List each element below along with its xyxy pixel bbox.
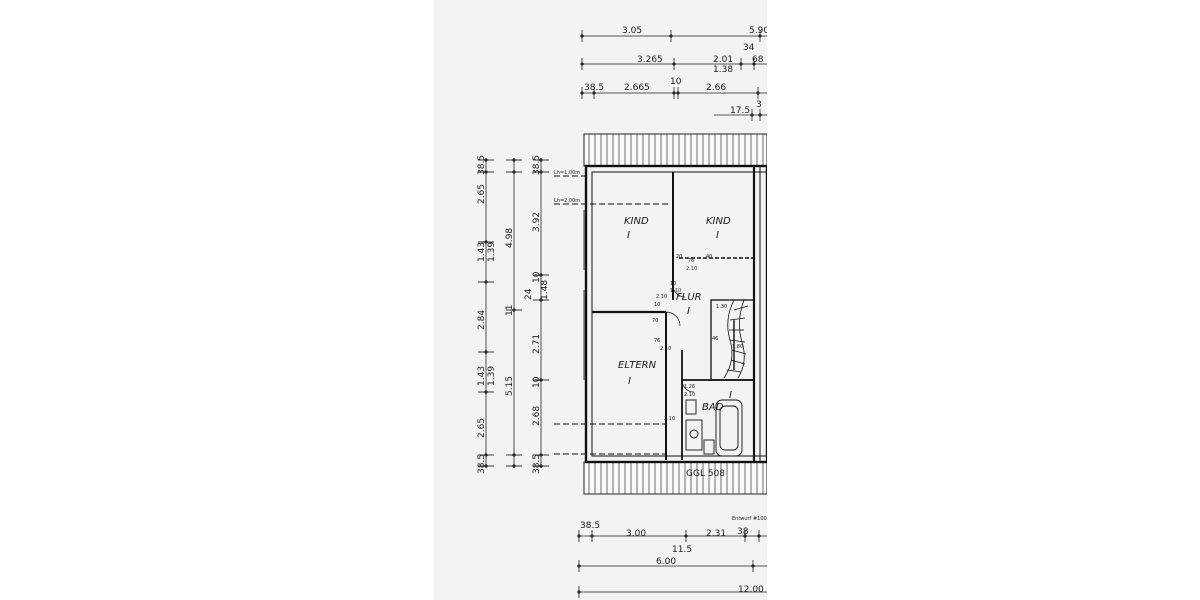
dim-left: 38.5 [477, 155, 487, 175]
room-eltern-mark: I [628, 376, 631, 387]
dim-int: 76 [688, 258, 694, 264]
dim-left: 2.68 [532, 406, 542, 426]
dim-int: 1.26 [684, 384, 695, 390]
top-dimension-dots [580, 34, 762, 117]
floor-plan-drawing: 3.05 5.90 3.265 2.01 1.38 34 68 38.5 2.6… [477, 26, 767, 598]
dim-top-34: 34 [743, 43, 755, 53]
projection-lines [554, 175, 671, 455]
dim-left: 38.5 [532, 155, 542, 175]
staircase [723, 299, 749, 379]
dim-int: 20 [676, 254, 682, 260]
dim-int: 2.10 [684, 392, 695, 398]
dim-left: 1.48 [540, 280, 550, 300]
room-kind-left-mark: I [627, 230, 630, 241]
interior-dimensions: 20 76 40 2.10 10 2.10 1.10 10 70 76 2.10… [652, 254, 743, 422]
dim-int: 1.30 [716, 304, 727, 310]
left-dimension-lines [485, 158, 542, 468]
dim-left: 38.5 [532, 454, 542, 474]
label-entwurf: Entwurf #100 [732, 516, 767, 522]
dim-left: 4.98 [505, 228, 515, 248]
room-flur-name: FLUR [676, 292, 702, 303]
dim-top-68: 68 [752, 55, 764, 65]
room-eltern-name: ELTERN [618, 360, 657, 371]
room-kind-right-name: KIND [706, 216, 731, 227]
dim-left: 1.43 [477, 242, 487, 262]
dim-left: 1.39 [487, 366, 497, 386]
roof-edge-top [583, 133, 767, 167]
floor-plan-sheet: 3.05 5.90 3.265 2.01 1.38 34 68 38.5 2.6… [434, 0, 767, 600]
dim-bottom-3.00: 3.00 [626, 529, 646, 539]
label-lh2: Lh=2,00m [554, 198, 580, 204]
dim-left: 2.65 [477, 184, 487, 204]
bottom-dimension-dots [577, 534, 761, 594]
dim-left: 38.5 [477, 454, 487, 474]
room-bad-mark: I [729, 390, 732, 401]
dim-int: 40 [706, 254, 712, 260]
dim-left: 1.39 [487, 242, 497, 262]
dim-top-5.90: 5.90 [749, 26, 767, 36]
dim-left: 2.84 [477, 310, 487, 330]
building-walls [583, 164, 767, 464]
dim-left: 24 [524, 288, 534, 300]
dim-left: 2.71 [532, 334, 542, 354]
left-dimension-dots [484, 158, 543, 468]
dim-top-3: 3 [756, 100, 762, 110]
room-kind-right-mark: I [716, 230, 719, 241]
dim-bottom-6.00: 6.00 [656, 557, 676, 567]
room-flur-mark: I [687, 306, 690, 317]
dim-bottom-38: 38 [737, 527, 749, 537]
room-bad-name: BAD [702, 402, 724, 413]
dim-left: 11 [505, 305, 515, 316]
dim-int: 10 [654, 302, 660, 308]
dim-int: 2.10 [664, 416, 675, 422]
dim-left: 3.92 [532, 212, 542, 232]
left-dimension-texts: 38.5 2.65 1.43 1.39 2.84 1.43 1.39 2.65 … [477, 155, 550, 474]
dim-left: 2.65 [477, 418, 487, 438]
dim-int: 2.10 [656, 294, 667, 300]
dim-int: 70 [652, 318, 658, 324]
dim-int: 2.10 [660, 346, 671, 352]
dim-bottom-38.5: 38.5 [580, 521, 600, 531]
dim-left: 1.43 [477, 366, 487, 386]
dim-int: 1.10 [670, 288, 681, 294]
dim-int: 10 [670, 281, 676, 287]
dim-bottom-2.31: 2.31 [706, 529, 726, 539]
dim-int: 46 [712, 336, 718, 342]
bathroom-fixtures [685, 399, 743, 457]
dim-left: 5.15 [505, 376, 515, 396]
roof-edge-bottom [583, 461, 767, 495]
dim-top-2.66: 2.66 [706, 83, 726, 93]
dim-top-2.01: 2.01 [713, 55, 733, 65]
dim-top-3.05: 3.05 [622, 26, 642, 36]
dim-top-10: 10 [670, 77, 682, 87]
dim-bottom-12.00: 12.00 [738, 585, 764, 595]
dim-int: 1.80 [732, 344, 743, 350]
dim-int: 2.10 [686, 266, 697, 272]
dim-top-17.5: 17.5 [730, 106, 750, 116]
label-ggl: GGL 508 [686, 469, 725, 479]
dim-left: 10 [532, 271, 542, 283]
dim-top-2.665: 2.665 [624, 83, 650, 93]
door-swings [665, 284, 695, 393]
dim-int: 76 [654, 338, 660, 344]
dim-top-3.265: 3.265 [637, 55, 663, 65]
dim-top-38.5: 38.5 [584, 83, 604, 93]
dim-bottom-11.5: 11.5 [672, 545, 692, 555]
room-kind-left-name: KIND [624, 216, 649, 227]
dim-top-1.38: 1.38 [713, 65, 733, 75]
dim-left: 10 [532, 376, 542, 388]
label-lh1: Lh=1,00m [554, 170, 580, 176]
